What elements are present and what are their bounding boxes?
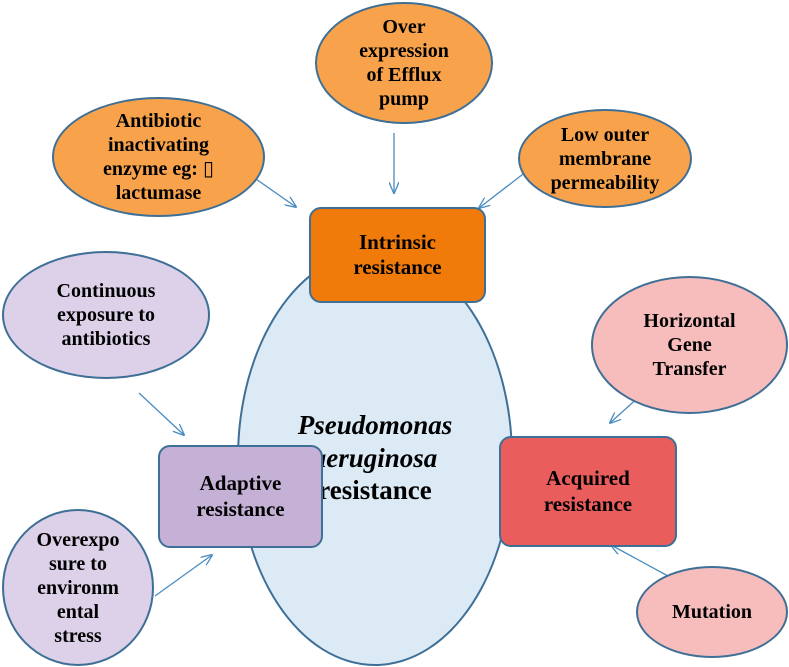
- inactivate-line-4: lactumase: [115, 182, 202, 204]
- intrinsic-line-2: resistance: [353, 255, 442, 279]
- node-environmental-stress: Overexpo sure to environm ental stress: [2, 509, 154, 666]
- hgt-line-1: Horizontal: [643, 310, 736, 332]
- overexpo-line-5: stress: [54, 624, 102, 647]
- hgt-line-3: Transfer: [652, 358, 727, 380]
- node-mutation: Mutation: [636, 566, 788, 658]
- membrane-line-1: Low outer: [560, 123, 650, 146]
- node-horizontal-gene-transfer: Horizontal Gene Transfer: [591, 276, 788, 414]
- efflux-line-3: of Efflux: [366, 64, 442, 86]
- node-antibiotic-inactivating-enzyme: Antibiotic inactivating enzyme eg: ▯ lac…: [52, 97, 265, 217]
- membrane-line-2: membrane: [558, 147, 652, 170]
- acquired-line-1: Acquired: [546, 466, 630, 491]
- overexpo-line-4: ental: [56, 600, 100, 623]
- efflux-line-4: pump: [378, 88, 429, 110]
- efflux-line-1: Over: [382, 16, 426, 38]
- node-acquired-resistance: Acquired resistance: [499, 436, 677, 547]
- mutation-line-1: Mutation: [672, 601, 752, 623]
- node-efflux-pump: Over expression of Efflux pump: [315, 2, 493, 124]
- inactivate-line-2: inactivating: [107, 134, 210, 156]
- overexpo-line-2: sure to: [49, 552, 107, 575]
- continuous-line-2: exposure to: [57, 304, 155, 326]
- overexpo-line-1: Overexpo: [36, 528, 120, 551]
- adaptive-line-1: Adaptive: [199, 471, 282, 496]
- node-continuous-exposure: Continuous exposure to antibiotics: [2, 251, 210, 379]
- center-line-1: Pseudomonas: [297, 410, 453, 441]
- hgt-line-2: Gene: [667, 334, 712, 356]
- node-low-membrane-permeability: Low outer membrane permeability: [518, 109, 692, 208]
- arrow-continuous-to-adaptive: [138, 392, 184, 435]
- continuous-line-3: antibiotics: [61, 328, 151, 350]
- arrow-membrane-to-intrinsic: [479, 170, 528, 208]
- membrane-line-3: permeability: [550, 171, 660, 194]
- continuous-line-1: Continuous: [56, 280, 156, 302]
- node-intrinsic-resistance: Intrinsic resistance: [309, 207, 486, 303]
- intrinsic-line-1: Intrinsic: [358, 229, 436, 254]
- inactivate-line-1: Antibiotic: [115, 110, 202, 132]
- inactivate-line-3: enzyme eg: ▯: [103, 158, 214, 180]
- arrow-mutation-to-acquired: [611, 545, 669, 577]
- node-adaptive-resistance: Adaptive resistance: [158, 445, 323, 548]
- center-line-2: aeruginosa: [312, 442, 438, 473]
- acquired-line-2: resistance: [543, 491, 633, 516]
- overexpo-line-3: environm: [37, 576, 119, 599]
- arrow-overexpo-to-adaptive: [154, 555, 212, 597]
- adaptive-line-2: resistance: [196, 496, 285, 521]
- efflux-line-2: expression: [359, 40, 449, 62]
- center-line-3: resistance: [318, 475, 432, 506]
